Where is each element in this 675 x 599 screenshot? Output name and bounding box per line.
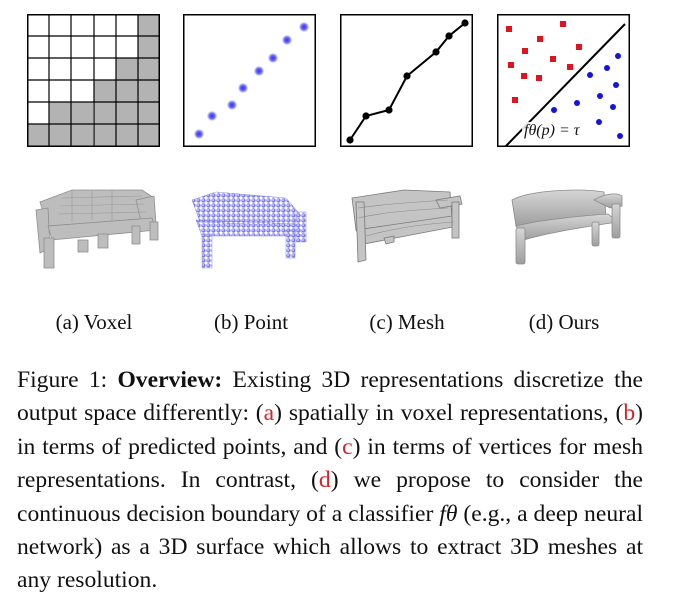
mesh-diagram [340,14,473,147]
mesh-bench-render [344,178,484,273]
point-diagram [183,14,316,147]
ref-b: b [623,400,636,427]
ref-d: d [318,467,331,494]
figure-caption: Figure 1: Overview: Existing 3D represen… [17,367,643,594]
caption-title: Overview: [117,367,223,393]
voxel-diagram [27,14,160,147]
subfigure-label-point: (b) Point [213,310,289,334]
subfigure-label-mesh: (c) Mesh [369,310,445,334]
subfigure-label-voxel: (a) Voxel [55,310,133,334]
implicit-boundary-diagram: fθ(p) = τ [497,14,630,147]
subfigure-label-ours: (d) Ours [528,310,600,334]
f-theta-symbol: fθ [439,500,458,527]
voxel-bench-render [32,178,172,273]
figure-number: Figure 1: [17,367,108,393]
ours-equation: fθ(p) = τ [522,122,582,140]
ours-bench-render [500,178,640,273]
ref-c: c [342,433,353,460]
point-bench-render [186,178,326,273]
ref-a: a [263,400,275,427]
